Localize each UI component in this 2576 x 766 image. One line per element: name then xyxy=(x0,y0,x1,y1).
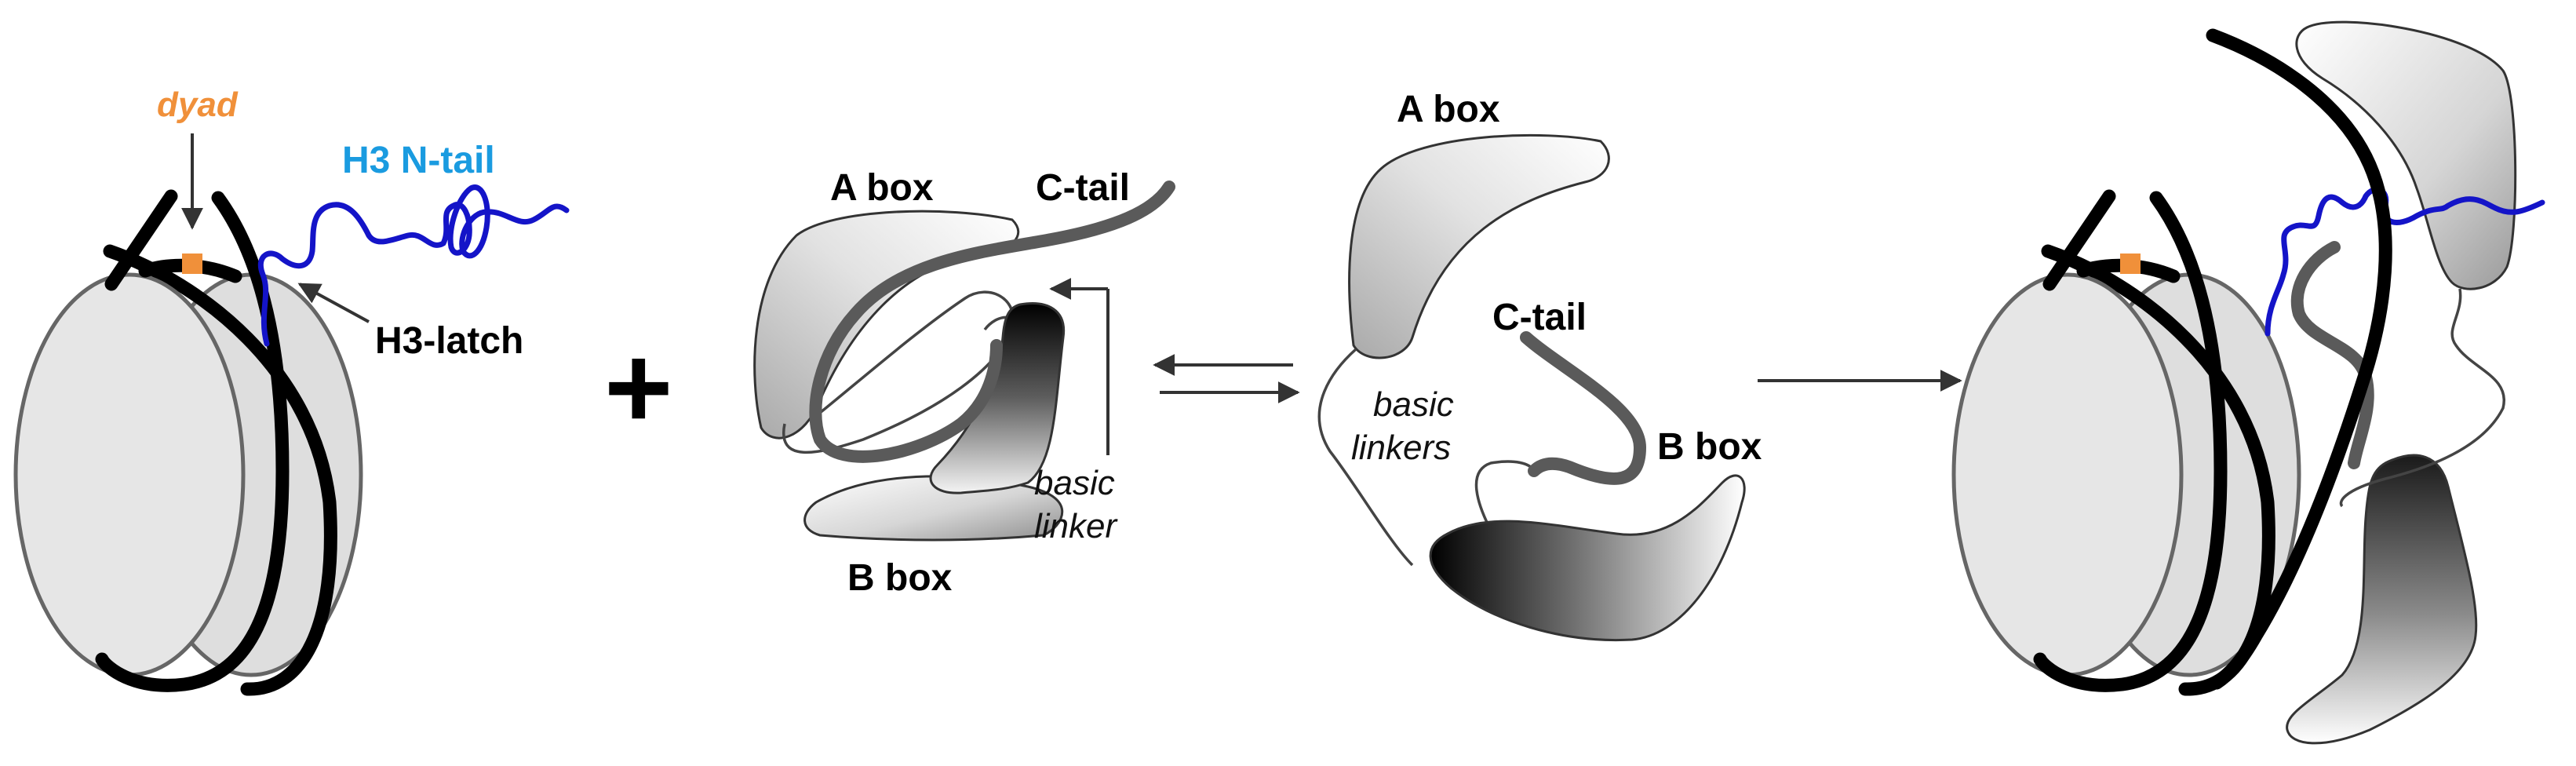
dna-inner-wrap xyxy=(95,191,290,692)
dna-entry-left-bound xyxy=(2042,189,2116,291)
c-tail-extended xyxy=(1520,331,1646,485)
nucleosome-hmgb-complex-panel xyxy=(1951,20,2545,745)
h3-latch-label: H3-latch xyxy=(375,320,523,362)
dyad-marker-bound xyxy=(2120,254,2141,274)
linker-label-compact: linker xyxy=(1034,507,1118,545)
basic-linker-bound xyxy=(2339,288,2506,508)
extended-hmgb-panel: A box C-tail B box basic linkers xyxy=(1317,89,1762,642)
compact-hmgb-panel: A box C-tail B box basic linker xyxy=(753,167,1175,599)
basic-linker-extended-1 xyxy=(1317,348,1414,567)
basic-linker-extended-2 xyxy=(1474,460,1536,538)
b-box-extended xyxy=(1429,474,1746,642)
equilibrium-arrows xyxy=(1153,354,1300,403)
plus-sign: + xyxy=(604,321,673,453)
c-tail-compact xyxy=(809,181,1175,463)
h3-ntail-line-bound xyxy=(2264,186,2545,337)
dna-inner-wrap-bound xyxy=(2033,191,2228,692)
a-box-bound xyxy=(2295,20,2517,290)
dna-entry-left xyxy=(104,189,178,291)
basic-label-extended: basic xyxy=(1373,385,1454,424)
dna-bent-strand-bound xyxy=(2206,28,2392,690)
b-box-label-compact: B box xyxy=(847,557,953,599)
c-tail-bound xyxy=(2290,241,2374,469)
h3-latch-pointer xyxy=(297,283,370,323)
dna-outer-wrap xyxy=(103,244,337,696)
h3-ntail-label: H3 N-tail xyxy=(342,140,495,181)
h3-ntail-line xyxy=(257,184,570,347)
histone-core-front-bound xyxy=(1951,272,2184,677)
a-box-extended xyxy=(1348,133,1610,359)
b-box-compact xyxy=(803,475,1064,542)
linkers-label-extended: linkers xyxy=(1351,429,1451,467)
b-box-label-extended: B box xyxy=(1657,426,1762,468)
a-box-label-extended: A box xyxy=(1397,89,1500,130)
dyad-label: dyad xyxy=(157,86,239,124)
basic-label-compact: basic xyxy=(1034,464,1115,502)
dyad-marker xyxy=(182,254,202,274)
nucleosome-panel-1: dyad H3 N-tail H3-latch xyxy=(13,86,570,696)
a-box-label-compact: A box xyxy=(830,167,934,209)
c-tail-label-compact: C-tail xyxy=(1036,167,1130,209)
c-tail-label-extended: C-tail xyxy=(1492,297,1587,338)
b-box-bound xyxy=(2286,454,2478,745)
histone-core-front xyxy=(13,272,246,677)
